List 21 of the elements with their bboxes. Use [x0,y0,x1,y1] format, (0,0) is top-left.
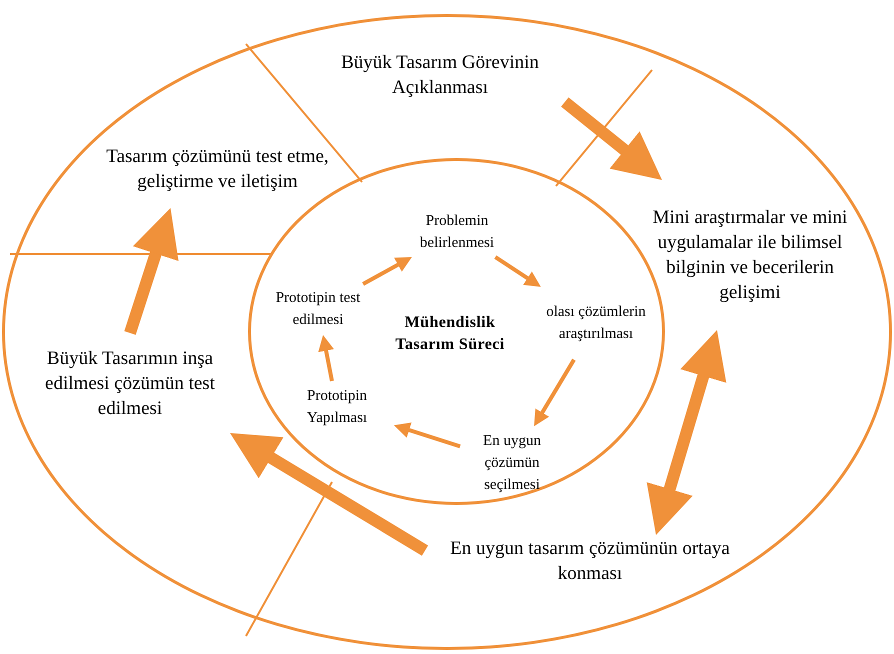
arrow [494,255,541,287]
stage-label: Tasarım çözümünü test etme, geliştirme ve iletişim [105,145,330,194]
stage-label: Büyük Tasarım Görevinin Açıklanması [340,51,540,100]
step-label: olası çözümlerin araştırılması [545,303,647,344]
outer-ellipse [2,14,892,650]
arrow [362,256,412,286]
arrow [318,334,334,382]
arrow [561,97,662,180]
step-label: En uygun çözümün seçilmesi [482,432,542,495]
arrow [230,433,428,556]
stage-label: Mini araştırmalar ve mini uygulamalar ile bilimsel bilginin ve becerilerin gelişimi [652,206,848,305]
arrow [646,330,726,535]
step-label: Problemin belirlenmesi [418,212,496,253]
stage-label: Büyük Tasarımın inşa edilmesi çözümün test edilmesi [44,346,216,420]
center-title: Mühendislik Tasarım Süreci [395,313,505,355]
step-label: Prototipin test edilmesi [274,289,362,330]
arrow [534,358,576,426]
arrow [124,208,179,335]
stage-label: En uygun tasarım çözümünün ortaya konması [449,537,731,586]
arrow [394,422,461,448]
step-label: Prototipin Yapılması [306,387,368,428]
